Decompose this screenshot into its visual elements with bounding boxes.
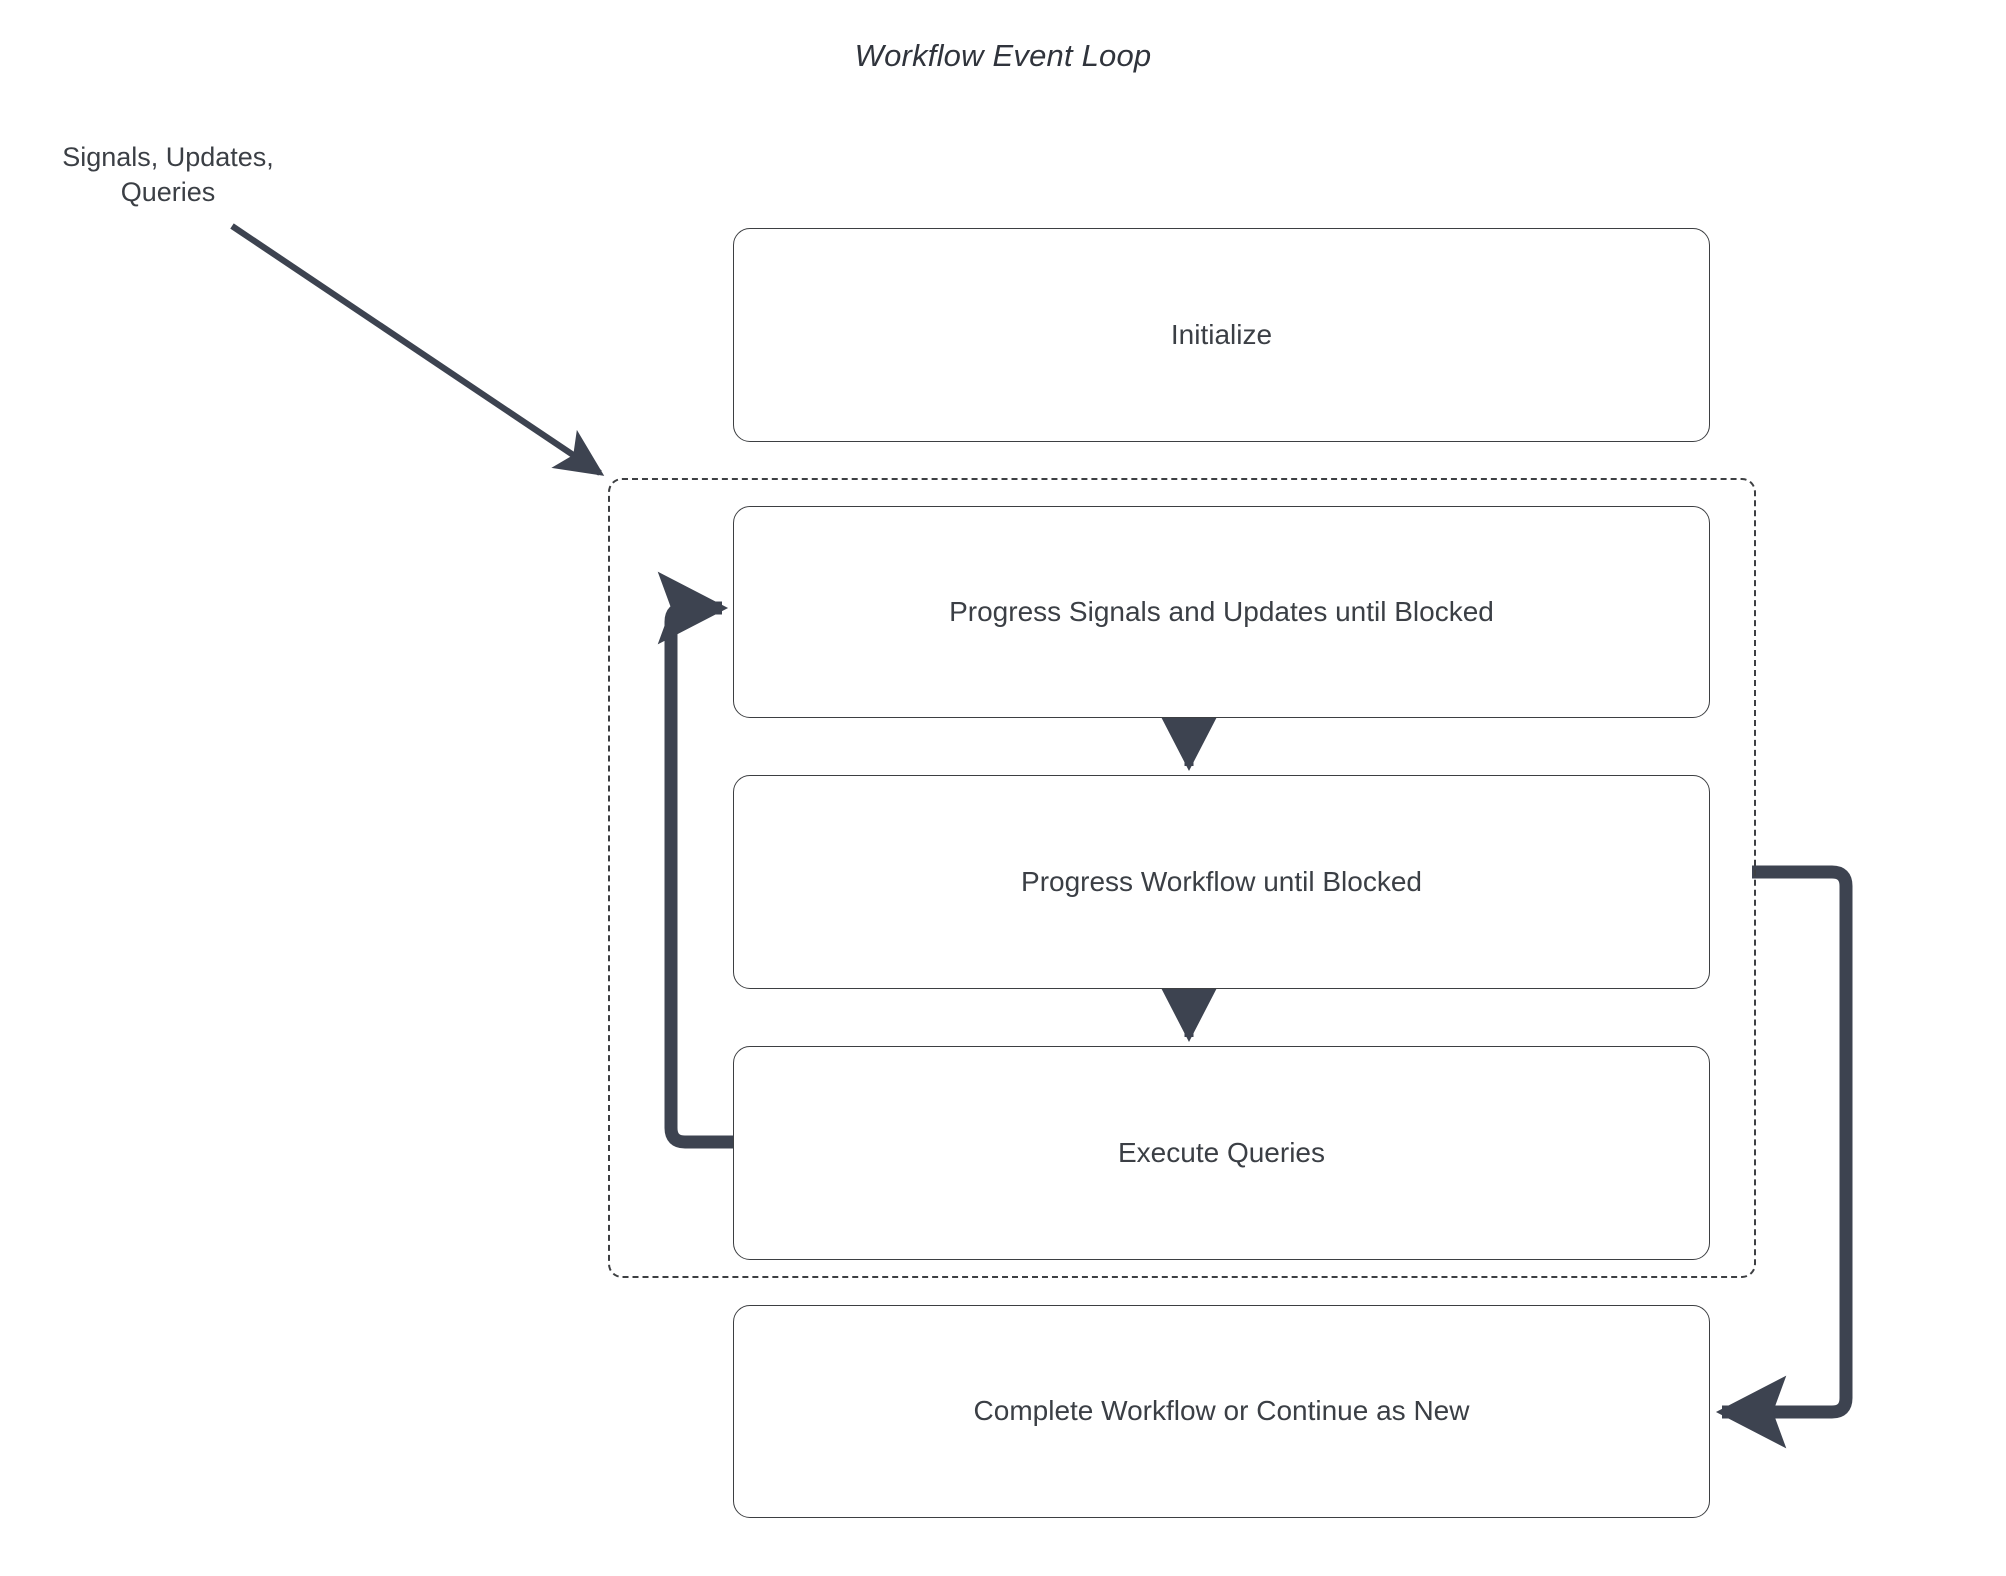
event-loop-container xyxy=(608,478,1756,1278)
diagram-title: Workflow Event Loop xyxy=(854,38,1152,73)
edge-label-line-1: Signals, Updates, xyxy=(62,142,274,172)
node-complete-workflow-label: Complete Workflow or Continue as New xyxy=(973,1395,1470,1427)
node-progress-signals-label: Progress Signals and Updates until Block… xyxy=(949,595,1494,627)
node-progress-workflow[interactable]: Progress Workflow until Blocked xyxy=(733,775,1710,989)
node-progress-signals[interactable]: Progress Signals and Updates until Block… xyxy=(733,506,1710,718)
node-execute-queries-label: Execute Queries xyxy=(1118,1136,1325,1168)
node-progress-workflow-label: Progress Workflow until Blocked xyxy=(1021,865,1422,897)
edge-label-line-2: Queries xyxy=(120,176,216,207)
node-initialize[interactable]: Initialize xyxy=(733,228,1710,442)
edge-label-signals-updates-queries: Signals, Updates, Queries xyxy=(18,140,318,209)
node-execute-queries[interactable]: Execute Queries xyxy=(733,1046,1710,1260)
node-initialize-label: Initialize xyxy=(1170,318,1273,350)
edge-signals-to-loop xyxy=(230,223,605,476)
node-complete-workflow[interactable]: Complete Workflow or Continue as New xyxy=(733,1305,1710,1518)
